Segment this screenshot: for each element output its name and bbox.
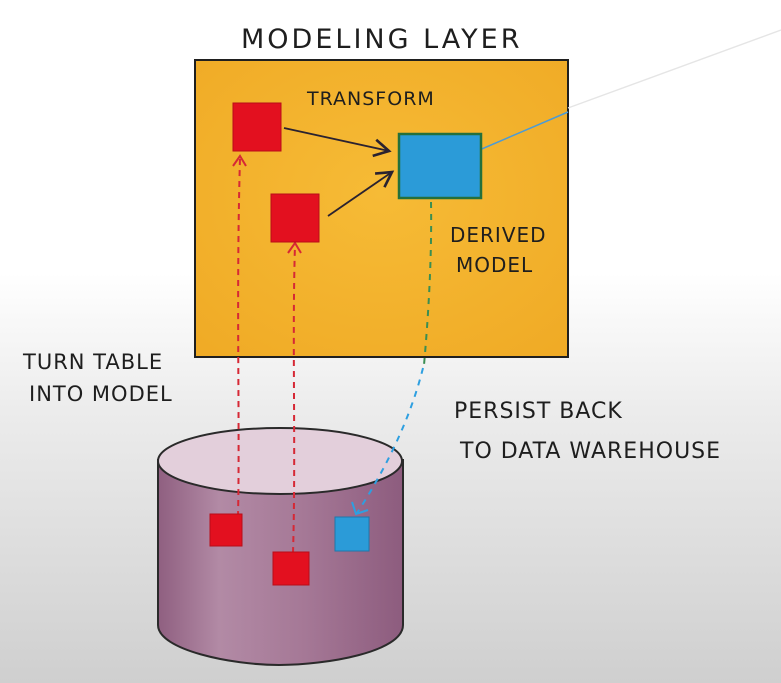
derived-label-line-1: DERIVED — [450, 223, 547, 247]
derived-model-label: DERIVED MODEL — [450, 220, 547, 280]
warehouse-table-red-1 — [209, 513, 243, 547]
source-model-square-1 — [232, 102, 282, 152]
offscreen-connector-line — [567, 29, 781, 109]
persist-label-line-2: TO DATA WAREHOUSE — [460, 439, 722, 464]
persist-label-line-1: PERSIST BACK — [454, 399, 623, 424]
transform-arrow-1 — [283, 127, 392, 158]
persist-back-label: PERSIST BACK TO DATA WAREHOUSE — [454, 392, 721, 472]
warehouse-table-red-2 — [272, 551, 310, 586]
transform-arrow-2 — [327, 170, 395, 217]
green-dashed-line — [423, 201, 433, 366]
turn-table-into-model-label: TURN TABLE INTO MODEL — [23, 346, 173, 410]
transform-label: TRANSFORM — [307, 88, 435, 110]
turn-label-line-2: INTO MODEL — [29, 382, 173, 406]
turn-label-line-1: TURN TABLE — [23, 350, 164, 374]
modeling-layer-title: MODELING LAYER — [241, 24, 523, 55]
red-arrow-tip-2 — [287, 241, 302, 254]
derived-model-square — [397, 132, 483, 200]
warehouse-table-blue — [334, 516, 370, 552]
red-dashed-lineage-2 — [292, 244, 296, 554]
derived-label-line-2: MODEL — [456, 253, 534, 277]
source-model-square-2 — [270, 193, 320, 243]
blue-arrow-tip — [351, 501, 369, 516]
red-arrow-tip-1 — [232, 154, 247, 167]
